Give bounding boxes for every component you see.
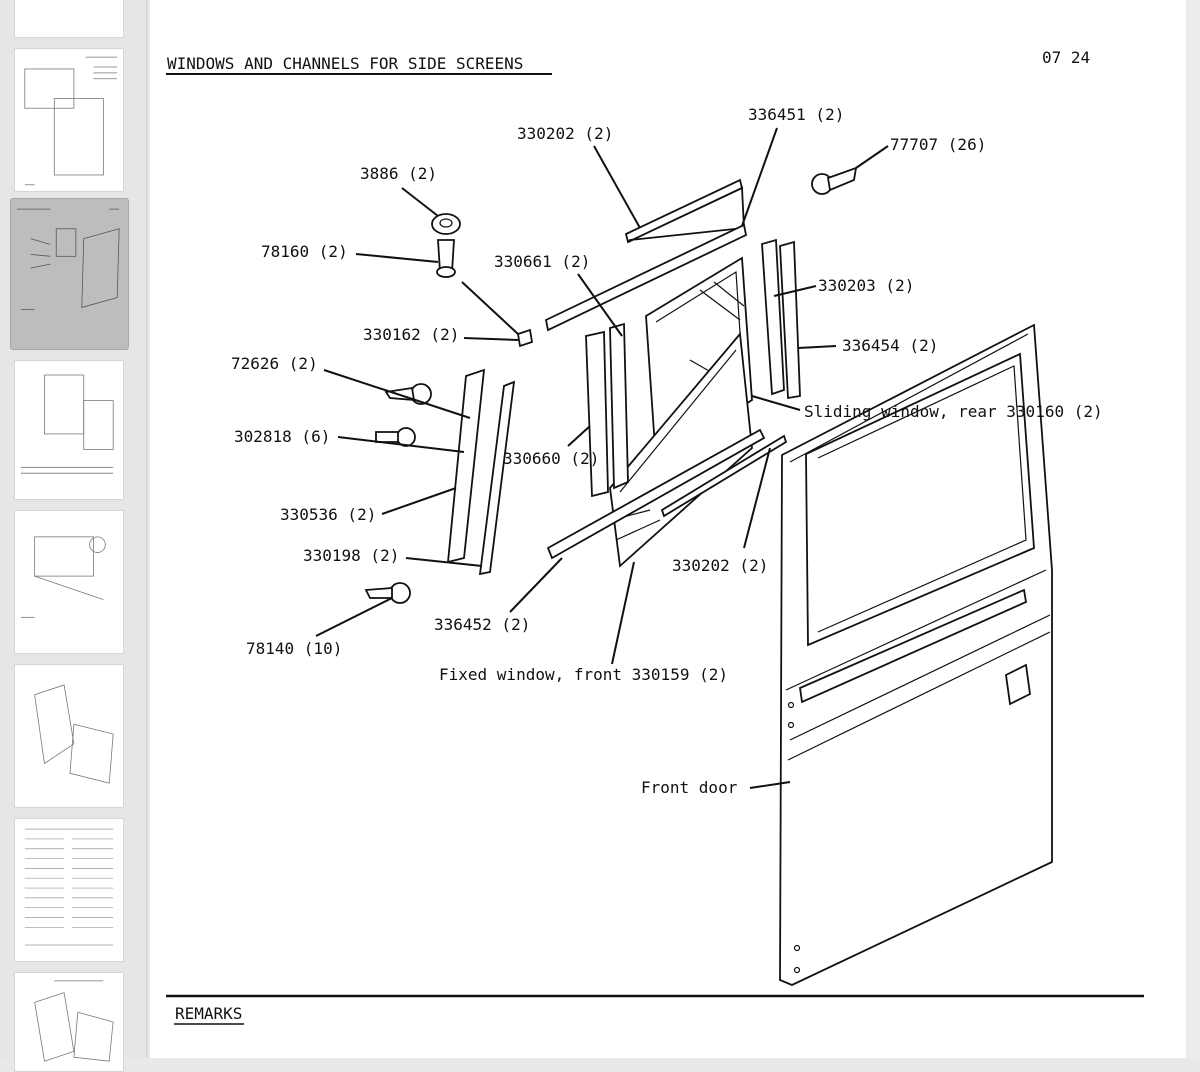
callout-336454: 336454 (2) — [842, 336, 938, 355]
thumbnail-sidebar — [0, 0, 146, 1072]
page-thumbnail-1[interactable] — [14, 0, 124, 38]
page-title: WINDOWS AND CHANNELS FOR SIDE SCREENS — [167, 54, 523, 73]
parts-diagram: WINDOWS AND CHANNELS FOR SIDE SCREENS 07… — [166, 48, 1144, 1025]
callout-72626: 72626 (2) — [231, 354, 318, 373]
page-thumbnail-6[interactable] — [14, 664, 124, 808]
page-thumbnail-8[interactable] — [14, 972, 124, 1072]
page-thumbnail-5[interactable] — [14, 510, 124, 654]
callout-78140: 78140 (10) — [246, 639, 342, 658]
callout-330198: 330198 (2) — [303, 546, 399, 565]
vertical-scrollbar[interactable] — [1186, 0, 1200, 1058]
callout-front-door: Front door — [641, 778, 738, 797]
callout-330202-bottom: 330202 (2) — [672, 556, 768, 575]
window-parts-drawing — [364, 166, 858, 604]
callout-78160: 78160 (2) — [261, 242, 348, 261]
callout-336451: 336451 (2) — [748, 105, 844, 124]
page-thumbnail-4[interactable] — [14, 360, 124, 500]
callout-330661: 330661 (2) — [494, 252, 590, 271]
callout-330536: 330536 (2) — [280, 505, 376, 524]
remarks-heading: REMARKS — [175, 1004, 242, 1023]
callout-77707: 77707 (26) — [890, 135, 986, 154]
page-number: 07 24 — [1042, 48, 1090, 67]
callout-330203: 330203 (2) — [818, 276, 914, 295]
callout-fixed-window-front: Fixed window, front 330159 (2) — [439, 665, 728, 684]
callout-302818: 302818 (6) — [234, 427, 330, 446]
callout-labels: 330202 (2) 336451 (2) 77707 (26) 3886 (2… — [231, 105, 1103, 797]
callout-3886: 3886 (2) — [360, 164, 437, 183]
page-thumbnail-3-current[interactable] — [10, 198, 129, 350]
document-page: WINDOWS AND CHANNELS FOR SIDE SCREENS 07… — [146, 0, 1186, 1058]
front-door-drawing — [779, 323, 1053, 986]
callout-330162: 330162 (2) — [363, 325, 459, 344]
leader-lines — [315, 127, 889, 789]
callout-336452: 336452 (2) — [434, 615, 530, 634]
page-thumbnail-7[interactable] — [14, 818, 124, 962]
callout-sliding-window-rear: Sliding window, rear 330160 (2) — [804, 402, 1103, 421]
callout-330202-top: 330202 (2) — [517, 124, 613, 143]
page-thumbnail-2[interactable] — [14, 48, 124, 192]
callout-330660: 330660 (2) — [503, 449, 599, 468]
